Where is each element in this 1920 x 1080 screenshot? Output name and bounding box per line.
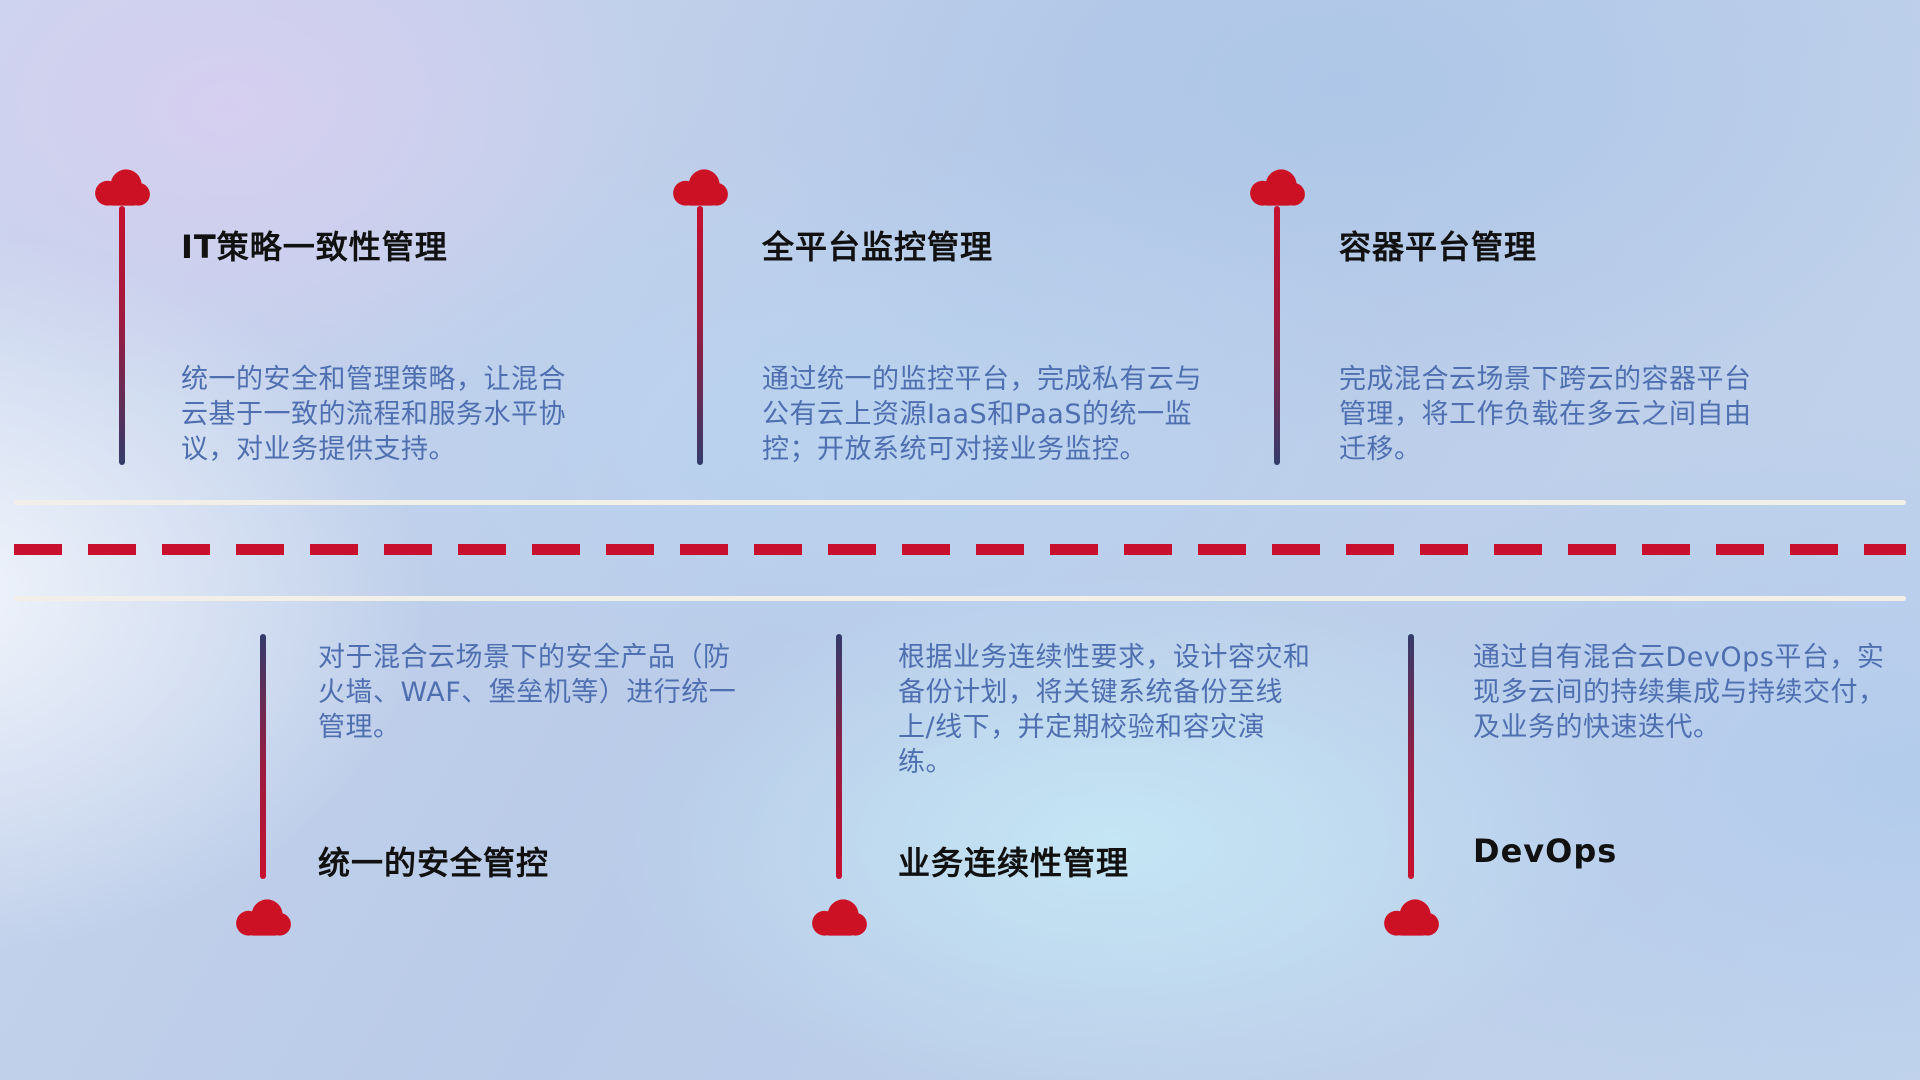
item-description-platform-monitoring: 通过统一的监控平台，完成私有云与公有云上资源IaaS和PaaS的统一监控；开放系… xyxy=(762,364,1202,465)
item-title-platform-monitoring: 全平台监控管理 xyxy=(762,228,994,266)
item-description-business-continuity: 根据业务连续性要求，设计容灾和备份计划，将关键系统备份至线上/线下，并定期校验和… xyxy=(898,642,1311,778)
cloud-icon xyxy=(1246,166,1308,208)
item-title-business-continuity: 业务连续性管理 xyxy=(898,844,1130,882)
timeline-connector xyxy=(260,634,266,879)
road-line-top xyxy=(14,500,1906,505)
timeline-connector xyxy=(697,206,703,465)
road-dashed-center-line xyxy=(14,544,1906,555)
timeline-connector xyxy=(1274,206,1280,465)
item-title-unified-security: 统一的安全管控 xyxy=(318,844,550,882)
cloud-icon xyxy=(91,166,153,208)
cloud-icon xyxy=(232,896,294,938)
timeline-connector xyxy=(836,634,842,879)
road-line-bottom xyxy=(14,596,1906,601)
item-title-devops: DevOps xyxy=(1473,832,1618,870)
cloud-icon xyxy=(669,166,731,208)
timeline-connector xyxy=(1408,634,1414,879)
item-description-it-policy-management: 统一的安全和管理策略，让混合云基于一致的流程和服务水平协议，对业务提供支持。 xyxy=(181,364,566,465)
timeline-connector xyxy=(119,206,125,465)
item-description-container-platform: 完成混合云场景下跨云的容器平台管理，将工作负载在多云之间自由迁移。 xyxy=(1339,364,1752,465)
item-description-unified-security: 对于混合云场景下的安全产品（防火墙、WAF、堡垒机等）进行统一管理。 xyxy=(318,642,737,743)
item-description-devops: 通过自有混合云DevOps平台，实现多云间的持续集成与持续交付，及业务的快速迭代… xyxy=(1473,642,1886,743)
item-title-it-policy-management: IT策略一致性管理 xyxy=(181,228,448,266)
item-title-container-platform: 容器平台管理 xyxy=(1339,228,1538,266)
cloud-icon xyxy=(808,896,870,938)
cloud-icon xyxy=(1380,896,1442,938)
